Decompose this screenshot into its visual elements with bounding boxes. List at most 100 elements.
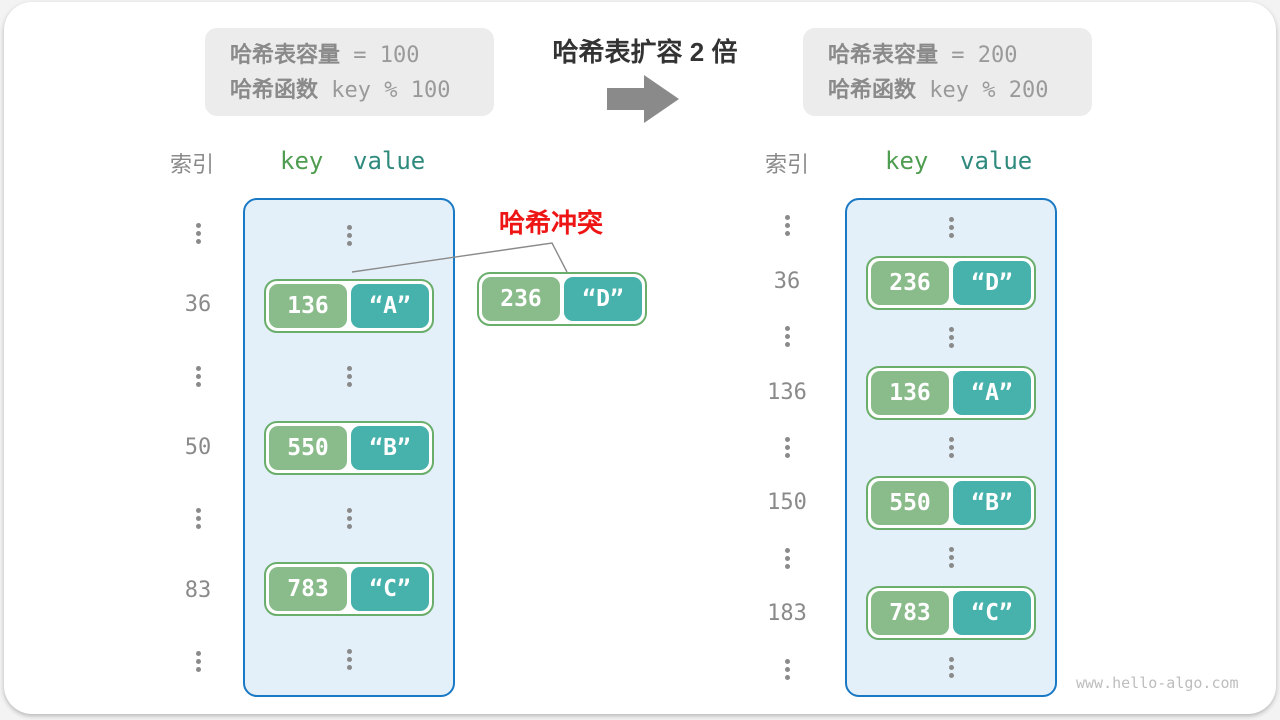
key-value-pair-box: 236“D” [477,272,647,326]
bucket-slot [847,310,1055,365]
vertical-ellipsis-icon [195,365,201,387]
vertical-ellipsis-icon [784,326,790,348]
capacity-line: 哈希表容量 = 200 [828,37,1092,72]
key-cell: 783 [871,590,949,635]
index-label: 36 [773,268,801,294]
index-slot: 50 [158,412,238,483]
dot [195,516,201,522]
vertical-ellipsis-icon [948,327,954,348]
value-header-left: value [353,147,426,175]
dot [346,366,352,372]
bucket-slot [847,640,1055,695]
value-cell: “C” [351,566,429,611]
hash-function-line: 哈希函数 key % 100 [230,72,494,107]
index-slot [158,483,238,554]
index-slot [747,642,827,697]
vertical-ellipsis-icon [948,657,954,678]
dot [948,453,954,458]
dot [784,342,790,348]
info-box-capacity-200: 哈希表容量 = 200 哈希函数 key % 200 [803,28,1092,116]
dot [948,437,954,442]
bucket-slot: 783“C” [245,554,453,625]
key-cell: 136 [269,284,347,329]
value-cell: “A” [953,370,1031,415]
dot [948,343,954,348]
index-slot [747,420,827,475]
vertical-ellipsis-icon [195,508,201,530]
key-cell: 136 [871,370,949,415]
diagram-card [4,2,1276,714]
right-arrow-icon [607,75,679,123]
value-cell: “D” [564,277,642,321]
dot [346,224,352,230]
dot [784,326,790,332]
dot [948,665,954,670]
bucket-slot [245,483,453,554]
dot [784,666,790,672]
value-header-right: value [960,147,1033,175]
bucket-slot [847,200,1055,255]
dot [195,223,201,229]
dot [784,547,790,553]
dot [346,665,352,671]
index-slot [747,309,827,364]
dot [948,563,954,568]
key-value-pair-box: 136“A” [264,279,434,334]
hash-function-label: 哈希函数 [230,77,319,102]
capacity-value: = 100 [340,43,420,68]
dot [195,239,201,245]
bucket-slot [847,530,1055,585]
key-header-left: key [280,147,324,175]
vertical-ellipsis-icon [346,366,352,388]
dot [948,217,954,222]
dot [346,523,352,529]
index-slot: 150 [747,475,827,530]
dot [948,225,954,230]
index-label: 150 [767,490,807,516]
hash-collision-label: 哈希冲突 [498,208,603,238]
dot [195,373,201,379]
key-cell: 236 [482,277,560,321]
hash-function-label: 哈希函数 [828,77,917,102]
capacity-value: = 200 [938,43,1018,68]
diagram-title: 哈希表扩容 2 倍 [552,37,738,67]
index-slot [158,341,238,412]
vertical-ellipsis-icon [948,547,954,568]
hash-table-bucket-right: 236“D”136“A”550“B”783“C” [845,198,1057,697]
index-slot: 136 [747,364,827,419]
dot [346,382,352,388]
info-box-capacity-100: 哈希表容量 = 100 哈希函数 key % 100 [205,28,494,116]
dot [784,674,790,680]
colliding-pair-container: 236“D” [477,272,647,326]
dot [948,335,954,340]
index-label: 83 [184,577,212,603]
index-label: 136 [767,379,807,405]
key-value-pair-box: 783“C” [264,561,434,616]
dot [346,507,352,513]
key-header-right: key [885,147,929,175]
vertical-ellipsis-icon [346,224,352,246]
capacity-label: 哈希表容量 [828,42,939,67]
bucket-slot [245,200,453,271]
vertical-ellipsis-icon [784,436,790,458]
bucket-slot: 136“A” [847,365,1055,420]
dot [948,445,954,450]
index-header-right: 索引 [765,152,810,177]
key-value-pair-box: 550“B” [264,420,434,475]
key-value-pair-box: 236“D” [866,255,1036,310]
index-label: 36 [184,292,212,318]
dot [784,555,790,561]
value-cell: “A” [351,284,429,329]
bucket-slot [245,341,453,412]
index-slot [747,198,827,253]
dot [346,240,352,246]
dot [784,215,790,221]
dot [784,563,790,569]
key-value-pair-box: 783“C” [866,585,1036,640]
key-cell: 550 [269,425,347,470]
vertical-ellipsis-icon [948,437,954,458]
dot [195,650,201,656]
value-cell: “D” [953,260,1031,305]
